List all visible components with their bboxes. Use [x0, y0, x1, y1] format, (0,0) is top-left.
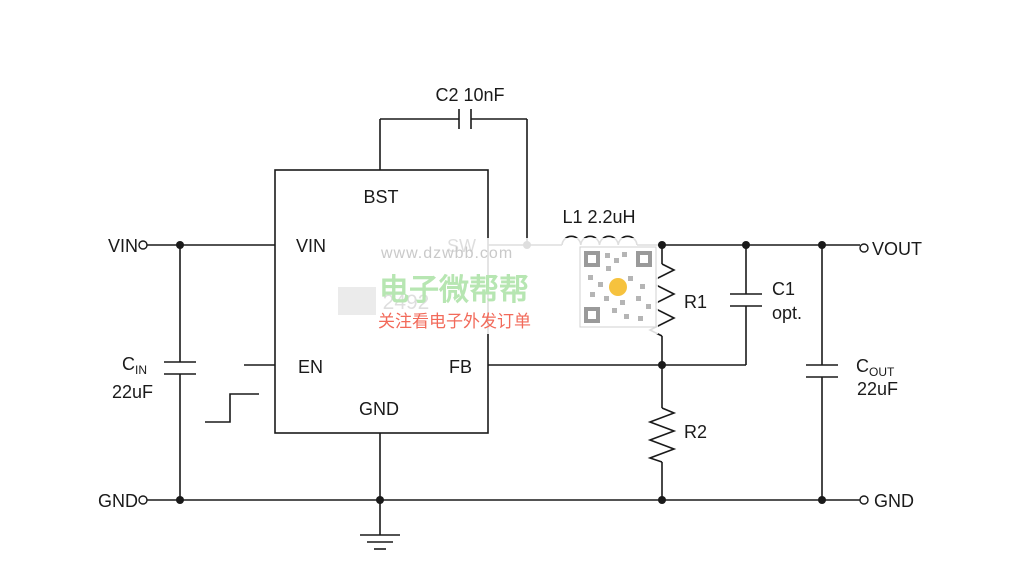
cout-value: 22uF [857, 379, 898, 399]
pin-label-vin: VIN [296, 236, 326, 256]
watermark: www.dzwbb.com 电子微帮帮 关注看电子外发订单 [338, 238, 658, 334]
terminal-gnd-left-label: GND [98, 491, 138, 511]
pin-label-fb: FB [449, 357, 472, 377]
pin-label-bst: BST [363, 187, 398, 207]
watermark-slogan: 关注看电子外发订单 [378, 312, 531, 331]
terminal-gnd-right-label: GND [874, 491, 914, 511]
capacitor-cout-symbol [806, 364, 838, 378]
pin-label-en: EN [298, 357, 323, 377]
terminal-gnd-right [859, 495, 869, 505]
r1-label: R1 [684, 292, 707, 312]
cin-label: CIN [122, 354, 147, 377]
cin-value: 22uF [112, 382, 153, 402]
capacitor-cin-symbol [164, 361, 196, 375]
qr-code-icon [579, 246, 657, 328]
terminal-vin-label: VIN [108, 236, 138, 256]
capacitor-c1-symbol [730, 293, 762, 307]
terminal-vout-label: VOUT [872, 239, 922, 259]
l1-label: L1 2.2uH [562, 207, 635, 227]
terminal-vout [859, 243, 869, 253]
c1-name: C1 [772, 279, 795, 299]
c1-value: opt. [772, 303, 802, 323]
resistor-r2-symbol [647, 407, 677, 463]
terminal-vin [138, 240, 148, 250]
qr-center-logo [609, 278, 627, 296]
watermark-site-name: 电子微帮帮 [379, 274, 529, 307]
pin-label-gnd: GND [359, 399, 399, 419]
watermark-url: www.dzwbb.com [380, 245, 513, 262]
ground-icon [360, 534, 400, 550]
terminal-gnd-left [138, 495, 148, 505]
cout-label: COUT [856, 356, 895, 379]
capacitor-c2-symbol [458, 109, 472, 129]
watermark-blur-patch [338, 287, 376, 315]
r2-label: R2 [684, 422, 707, 442]
c2-label: C2 10nF [435, 85, 504, 105]
enable-step-symbol [205, 393, 259, 423]
